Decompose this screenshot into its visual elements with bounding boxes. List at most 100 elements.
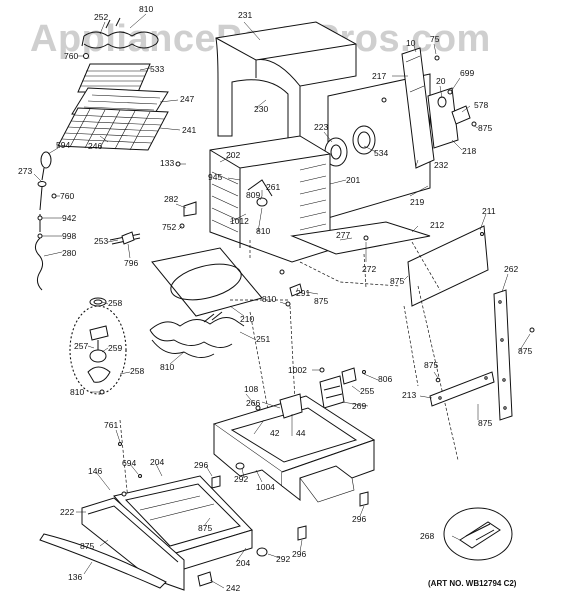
screw-760-mid (51, 193, 57, 199)
screw-875-side (529, 327, 535, 333)
clip-291 (289, 283, 303, 297)
callout-219: 219 (410, 197, 424, 207)
side-shield-part (407, 225, 489, 307)
callout-875: 875 (80, 541, 94, 551)
callout-213: 213 (402, 390, 416, 400)
callout-292: 292 (234, 474, 248, 484)
bracket-282 (183, 201, 197, 217)
screw-near-291 (279, 269, 285, 275)
side-panel-part (401, 47, 440, 169)
callout-223: 223 (314, 122, 328, 132)
callout-247: 247 (180, 94, 194, 104)
callout-222: 222 (60, 507, 74, 517)
callout-810: 810 (262, 294, 276, 304)
electrical-parts (319, 367, 366, 409)
callout-810: 810 (256, 226, 270, 236)
callout-291: 291 (296, 288, 310, 298)
callout-201: 201 (346, 175, 360, 185)
screw-272 (363, 235, 369, 241)
drawer-handle-part (39, 533, 167, 589)
callout-578: 578 (474, 100, 488, 110)
callout-253: 253 (94, 236, 108, 246)
gasket-258 (89, 297, 107, 307)
foot-296-c (297, 525, 307, 541)
screw-761 (118, 442, 122, 446)
callout-761: 761 (104, 420, 118, 430)
callout-296: 296 (352, 514, 366, 524)
callout-42: 42 (270, 428, 280, 438)
callout-146: 146 (88, 466, 102, 476)
callout-272: 272 (362, 264, 376, 274)
callout-699: 699 (460, 68, 474, 78)
callout-296: 296 (292, 549, 306, 559)
callout-218: 218 (462, 146, 476, 156)
callout-258: 258 (108, 298, 122, 308)
inset-268-part (443, 507, 513, 561)
callout-232: 232 (434, 160, 448, 170)
callout-875: 875 (478, 123, 492, 133)
screw-760-top (83, 53, 89, 59)
glide-242 (197, 571, 213, 587)
callout-211: 211 (482, 206, 496, 216)
callout-998: 998 (62, 231, 76, 241)
callout-292: 292 (276, 554, 290, 564)
callout-796: 796 (124, 258, 138, 268)
roller-292-b (256, 547, 268, 557)
callout-875: 875 (390, 276, 404, 286)
callout-230: 230 (254, 104, 268, 114)
callout-212: 212 (430, 220, 444, 230)
bake-element-part (149, 311, 245, 358)
screw-875-213 (435, 377, 441, 383)
callout-810: 810 (139, 4, 153, 14)
callout-231: 231 (238, 10, 252, 20)
foot-296-b (359, 491, 369, 507)
callout-251: 251 (256, 334, 270, 344)
callout-269: 269 (352, 401, 366, 411)
callout-534: 534 (374, 148, 388, 158)
callout-246: 246 (88, 141, 102, 151)
callout-262: 262 (504, 264, 518, 274)
oven-rack-part (57, 107, 169, 151)
callout-108: 108 (244, 384, 258, 394)
callout-75: 75 (430, 34, 440, 44)
callout-20: 20 (436, 76, 446, 86)
callout-204: 204 (150, 457, 164, 467)
callout-760: 760 (60, 191, 74, 201)
wire-lead-part (109, 231, 141, 245)
callout-241: 241 (182, 125, 196, 135)
callout-694: 694 (122, 458, 136, 468)
callout-266: 266 (246, 398, 260, 408)
detail-inset-part (69, 305, 127, 395)
callout-1012: 1012 (230, 216, 249, 226)
screw-694 (138, 474, 142, 478)
callout-277: 277 (336, 230, 350, 240)
oven-bottom-part (151, 247, 263, 317)
foot-296-a (211, 475, 221, 489)
bottom-plate-part (290, 221, 431, 255)
callout-875: 875 (478, 418, 492, 428)
callout-810: 810 (70, 387, 84, 397)
callout-261: 261 (266, 182, 280, 192)
callout-760: 760 (64, 51, 78, 61)
leader-lines (33, 13, 531, 589)
callout-133: 133 (160, 158, 174, 168)
callout-1002: 1002 (288, 365, 307, 375)
callout-875: 875 (518, 346, 532, 356)
callout-255: 255 (360, 386, 374, 396)
callout-258: 258 (130, 366, 144, 376)
callout-945: 945 (208, 172, 222, 182)
temperature-sensor-part (34, 151, 52, 291)
callout-280: 280 (62, 248, 76, 258)
drawer-frame-part (212, 393, 376, 503)
callout-202: 202 (226, 150, 240, 160)
callout-10: 10 (406, 38, 416, 48)
callout-204: 204 (236, 558, 250, 568)
screw-810-low (285, 301, 291, 307)
callout-296: 296 (194, 460, 208, 470)
callout-136: 136 (68, 572, 82, 582)
art-number: (ART NO. WB12794 C2) (428, 579, 517, 588)
broil-element-part (81, 17, 159, 49)
callout-752: 752 (162, 222, 176, 232)
